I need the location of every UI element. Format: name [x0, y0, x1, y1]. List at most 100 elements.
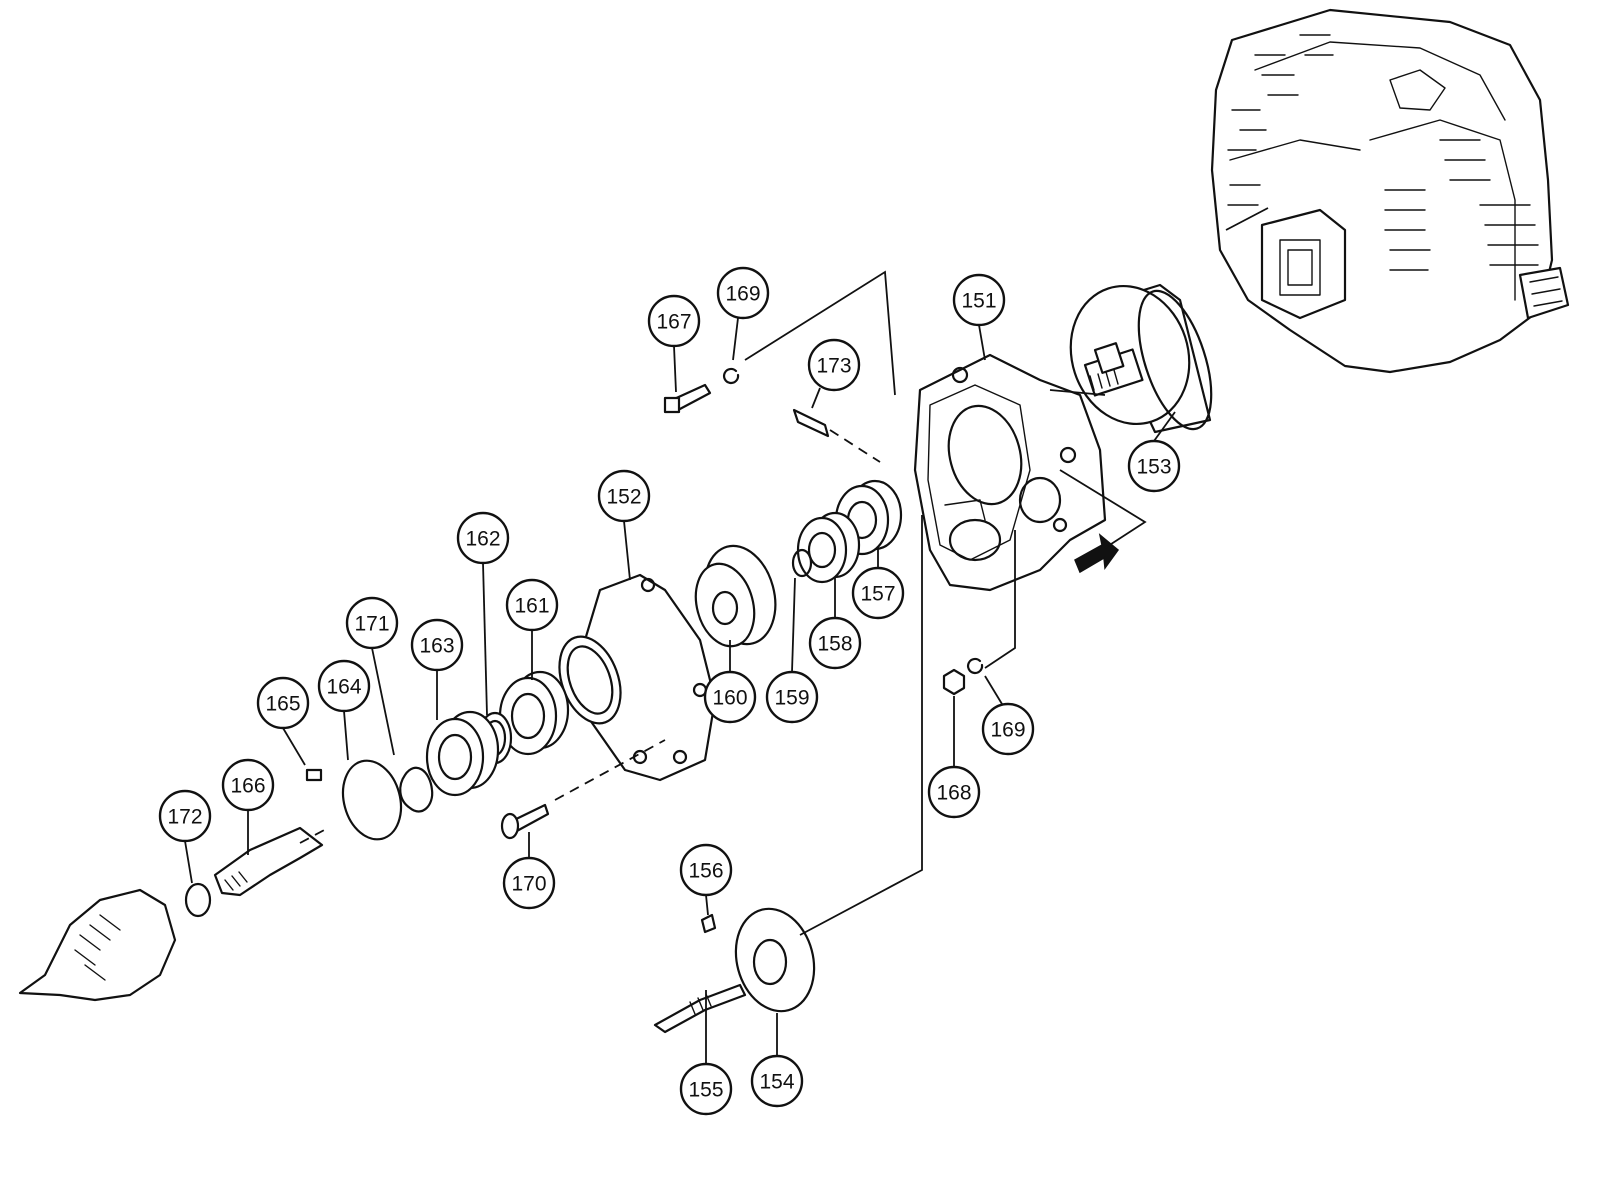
- callout-circle: [750, 1054, 804, 1108]
- callout-161: 161: [505, 578, 559, 680]
- gear-cover: [583, 573, 717, 782]
- callout-layer: 1511521531541551561571581591601611621631…: [158, 266, 1181, 1116]
- callout-label: 170: [511, 873, 546, 896]
- callout-circle: [808, 616, 862, 670]
- callout-circle: [807, 338, 861, 392]
- callout-label: 151: [961, 290, 996, 313]
- pinion-shaft-155: [653, 983, 747, 1034]
- callout-label: 169: [725, 283, 760, 306]
- callout-171: 171: [345, 596, 399, 756]
- callout-label: 173: [816, 355, 851, 378]
- callout-circle: [456, 511, 510, 565]
- callout-leader-line: [673, 345, 677, 393]
- callout-label: 152: [606, 486, 641, 509]
- callout-circle: [851, 566, 905, 620]
- direction-arrow-icon: [1074, 533, 1120, 574]
- callout-157: 157: [851, 550, 905, 620]
- callout-label: 168: [936, 782, 971, 805]
- callout-label: 161: [514, 595, 549, 618]
- callout-circle: [221, 758, 275, 812]
- screw-170: [500, 803, 550, 840]
- callout-166: 166: [221, 758, 275, 855]
- callout-169b: 169: [981, 675, 1035, 756]
- nut-172: [184, 882, 212, 918]
- callout-circle: [502, 856, 556, 910]
- callout-leader-line: [623, 520, 631, 581]
- drill-chuck: [18, 888, 177, 1002]
- clutch-drum: [1069, 283, 1213, 434]
- callout-circle: [765, 670, 819, 724]
- callout-circle: [679, 843, 733, 897]
- gear-154: [734, 907, 816, 1013]
- callout-circle: [927, 765, 981, 819]
- bearing-163: [425, 710, 500, 797]
- callout-158: 158: [808, 578, 862, 670]
- callout-label: 155: [688, 1079, 723, 1102]
- key-156: [700, 913, 717, 934]
- callout-leader-line: [371, 647, 395, 756]
- callout-153: 153: [1127, 411, 1181, 493]
- callout-circle: [952, 273, 1006, 327]
- callout-leader-line: [1153, 411, 1176, 442]
- callout-155: 155: [679, 990, 733, 1116]
- callout-label: 166: [230, 775, 265, 798]
- washer-169-bottom: [967, 657, 984, 674]
- callout-circle: [647, 294, 701, 348]
- callout-leader-line: [343, 710, 349, 761]
- callout-leader-line: [184, 840, 193, 884]
- engine-unit: [1210, 8, 1570, 374]
- callout-label: 153: [1136, 456, 1171, 479]
- callout-164: 164: [317, 659, 371, 761]
- callout-leader-line: [811, 387, 821, 409]
- callout-leader-line: [705, 894, 709, 916]
- callout-circle: [1127, 439, 1181, 493]
- callout-label: 163: [419, 635, 454, 658]
- callout-label: 167: [656, 311, 691, 334]
- callout-circle: [410, 618, 464, 672]
- bearing-161: [498, 670, 570, 756]
- callout-leader-line: [732, 317, 739, 361]
- callout-leader-line: [791, 577, 796, 673]
- callout-163: 163: [410, 618, 464, 720]
- callout-label: 169: [990, 719, 1025, 742]
- gear-160: [694, 544, 777, 648]
- callout-167: 167: [647, 294, 701, 393]
- callout-circle: [716, 266, 770, 320]
- callout-151: 151: [952, 273, 1006, 361]
- callout-168: 168: [927, 696, 981, 819]
- callout-173: 173: [807, 338, 861, 409]
- callout-160: 160: [703, 640, 757, 724]
- callout-circle: [345, 596, 399, 650]
- nut-168: [942, 668, 966, 696]
- callout-circle: [597, 469, 651, 523]
- callout-156: 156: [679, 843, 733, 916]
- circlip-164: [341, 759, 403, 841]
- key-165: [305, 768, 323, 782]
- callout-leader-line: [984, 675, 1003, 705]
- callout-label: 162: [465, 528, 500, 551]
- bearing-158: [796, 511, 861, 584]
- fitting-173: [792, 408, 830, 438]
- callout-leader-line: [282, 727, 306, 766]
- ring-159: [791, 548, 813, 578]
- callout-circle: [679, 1062, 733, 1116]
- callout-label: 164: [326, 676, 361, 699]
- callout-label: 172: [167, 806, 202, 829]
- callout-circle: [158, 789, 212, 843]
- callout-leader-line: [482, 562, 488, 716]
- gear-case: [913, 353, 1107, 592]
- callout-169a: 169: [716, 266, 770, 361]
- snap-ring-171: [399, 766, 434, 813]
- callout-circle: [256, 676, 310, 730]
- washer-169-top: [723, 367, 740, 384]
- assembly-lines: [299, 270, 1147, 936]
- callout-165: 165: [256, 676, 310, 766]
- callout-label: 154: [759, 1071, 794, 1094]
- callout-172: 172: [158, 789, 212, 884]
- callout-label: 171: [354, 613, 389, 636]
- callout-label: 160: [712, 687, 747, 710]
- bolt-167: [663, 383, 712, 414]
- callout-label: 165: [265, 693, 300, 716]
- callout-circle: [505, 578, 559, 632]
